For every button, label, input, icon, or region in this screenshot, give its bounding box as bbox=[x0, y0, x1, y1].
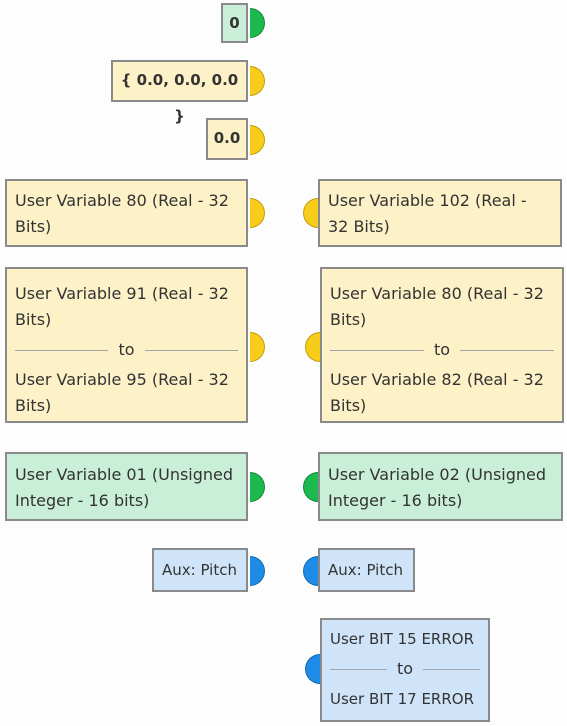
left-range-output-port[interactable] bbox=[250, 332, 265, 362]
left-real-output-port[interactable] bbox=[250, 198, 265, 228]
left-range-to-label: User Variable 95 (Real - 32 Bits) bbox=[15, 370, 229, 415]
range-to-label: to bbox=[433, 340, 451, 359]
right-real-variable-node[interactable]: User Variable 102 (Real - 32 Bits) bbox=[318, 179, 562, 247]
right-aux-input-port[interactable] bbox=[303, 556, 318, 586]
left-aux-pitch-label: Aux: Pitch bbox=[162, 561, 237, 579]
real-output-port[interactable] bbox=[250, 125, 265, 155]
left-aux-output-port[interactable] bbox=[250, 556, 265, 586]
vector-output-port[interactable] bbox=[250, 66, 265, 96]
constant-integer-value: 0 bbox=[229, 14, 240, 32]
bit-range-from-label: User BIT 15 ERROR bbox=[330, 630, 475, 648]
range-to-label: to bbox=[396, 659, 414, 678]
constant-real-value: 0.0 bbox=[213, 129, 241, 147]
constant-real-node[interactable]: 0.0 bbox=[206, 118, 248, 160]
right-range-from-label: User Variable 80 (Real - 32 Bits) bbox=[330, 284, 544, 329]
right-real-variable-label: User Variable 102 (Real - 32 Bits) bbox=[328, 191, 527, 236]
separator-line bbox=[330, 349, 424, 351]
constant-integer-node[interactable]: 0 bbox=[221, 3, 248, 43]
left-integer-output-port[interactable] bbox=[250, 472, 265, 502]
range-separator: to bbox=[7, 333, 246, 367]
constant-vector-value: { 0.0, 0.0, 0.0 } bbox=[120, 71, 239, 125]
range-to-label: to bbox=[118, 340, 135, 359]
separator-line bbox=[423, 668, 480, 670]
separator-line bbox=[460, 349, 554, 351]
separator-line bbox=[15, 349, 109, 351]
left-real-range-node[interactable]: User Variable 91 (Real - 32 Bits) to Use… bbox=[5, 267, 248, 423]
range-separator: to bbox=[322, 333, 562, 367]
left-aux-pitch-node[interactable]: Aux: Pitch bbox=[152, 548, 248, 592]
right-integer-input-port[interactable] bbox=[303, 472, 318, 502]
bit-range-node[interactable]: User BIT 15 ERROR to User BIT 17 ERROR bbox=[320, 618, 490, 722]
constant-vector-node[interactable]: { 0.0, 0.0, 0.0 } bbox=[111, 60, 248, 125]
range-separator: to bbox=[322, 652, 488, 686]
separator-line bbox=[144, 349, 238, 351]
left-range-from-label: User Variable 91 (Real - 32 Bits) bbox=[15, 284, 229, 329]
right-integer-variable-label: User Variable 02 (Unsigned Integer - 16 … bbox=[328, 465, 547, 510]
right-range-input-port[interactable] bbox=[305, 332, 320, 362]
left-integer-variable-node[interactable]: User Variable 01 (Unsigned Integer - 16 … bbox=[5, 452, 248, 521]
bit-range-to-label: User BIT 17 ERROR bbox=[330, 690, 475, 708]
integer-output-port[interactable] bbox=[250, 8, 265, 38]
right-aux-pitch-node[interactable]: Aux: Pitch bbox=[318, 548, 415, 592]
right-real-input-port[interactable] bbox=[303, 198, 318, 228]
left-integer-variable-label: User Variable 01 (Unsigned Integer - 16 … bbox=[15, 465, 234, 510]
right-integer-variable-node[interactable]: User Variable 02 (Unsigned Integer - 16 … bbox=[318, 452, 563, 521]
right-aux-pitch-label: Aux: Pitch bbox=[328, 561, 403, 579]
right-real-range-node[interactable]: User Variable 80 (Real - 32 Bits) to Use… bbox=[320, 267, 564, 423]
left-real-variable-label: User Variable 80 (Real - 32 Bits) bbox=[15, 191, 229, 236]
separator-line bbox=[330, 668, 387, 670]
left-real-variable-node[interactable]: User Variable 80 (Real - 32 Bits) bbox=[5, 179, 248, 247]
bit-range-input-port[interactable] bbox=[305, 654, 320, 684]
right-range-to-label: User Variable 82 (Real - 32 Bits) bbox=[330, 370, 544, 415]
